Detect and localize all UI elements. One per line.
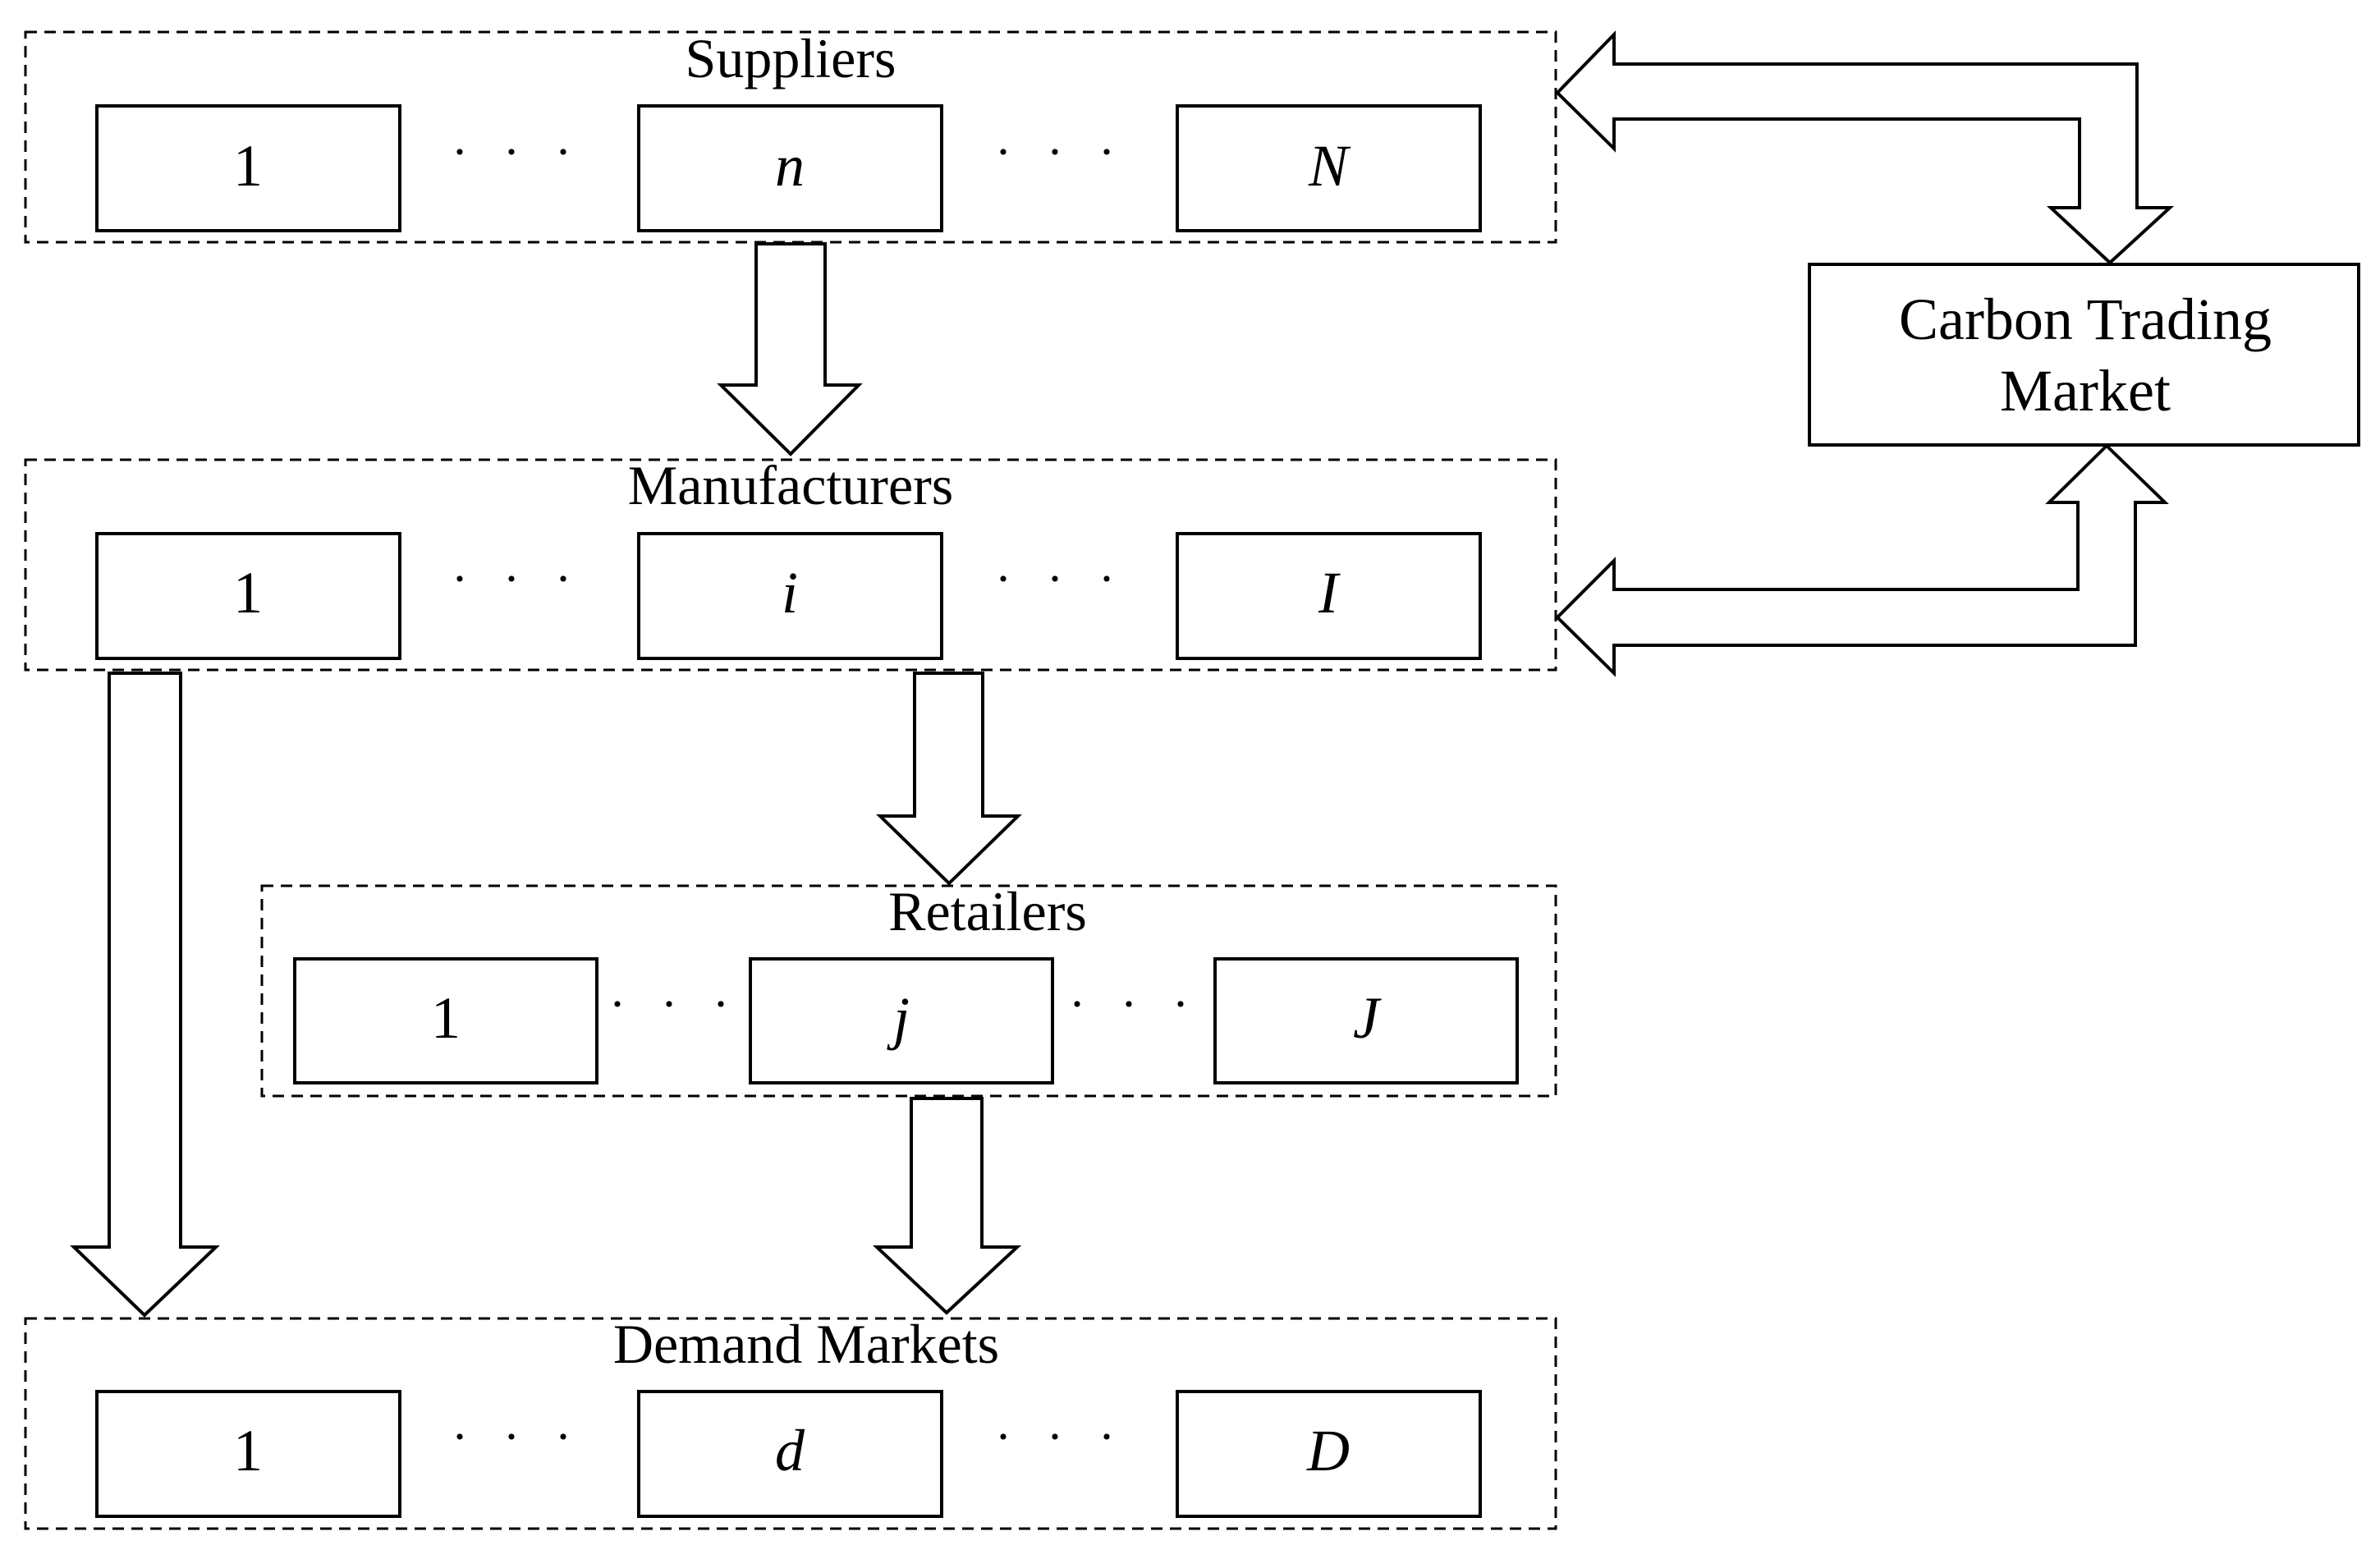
arrow-manufacturers-to-retailers [876, 672, 1022, 886]
demand-markets-tier: Demand Markets 1 · · · d · · · D [24, 1313, 1557, 1530]
supplier-node-middle [637, 104, 943, 232]
arrow-suppliers-to-manufacturers [717, 242, 863, 456]
manufacturer-separator-right: · · · [995, 552, 1126, 606]
demand-market-separator-left: · · · [452, 1410, 583, 1464]
supplier-node-last-label: N [1308, 133, 1351, 199]
supplier-node-first-label: 1 [233, 133, 263, 199]
arrow-manufacturers-to-demand-markets [70, 672, 220, 1318]
retailer-node-last [1213, 957, 1519, 1084]
suppliers-label: Suppliers [686, 27, 897, 89]
suppliers-group-border [24, 30, 1557, 244]
demand-market-separator-right: · · · [995, 1410, 1126, 1464]
retailers-tier: Retailers 1 · · · j · · · J [260, 880, 1557, 1098]
retailer-node-middle [749, 957, 1054, 1084]
retailer-separator-right: · · · [1069, 977, 1200, 1031]
retailers-group-border [260, 884, 1557, 1098]
demand-market-node-middle [637, 1390, 943, 1518]
suppliers-tier: Suppliers 1 · · · n · · · N [24, 27, 1557, 244]
carbon-trading-market-label-line2: Market [2000, 358, 2171, 424]
demand-market-node-middle-label: d [775, 1418, 805, 1483]
manufacturer-node-first-label: 1 [233, 560, 263, 626]
demand-market-node-first [95, 1390, 401, 1518]
supplier-node-last [1176, 104, 1482, 232]
carbon-trading-market: Carbon Trading Market [1808, 263, 2360, 447]
manufacturer-node-last [1176, 532, 1482, 660]
manufacturer-separator-left: · · · [452, 552, 583, 606]
arrow-suppliers-carbon-market [1555, 30, 2175, 265]
manufacturer-node-middle-label: i [782, 560, 798, 626]
manufacturer-node-first [95, 532, 401, 660]
demand-market-node-last-label: D [1306, 1418, 1350, 1483]
demand-market-node-first-label: 1 [233, 1418, 263, 1483]
retailer-node-last-label: J [1353, 985, 1382, 1051]
retailer-node-first [293, 957, 598, 1084]
supplier-node-middle-label: n [775, 133, 805, 199]
retailer-separator-left: · · · [609, 977, 741, 1031]
demand-markets-label: Demand Markets [613, 1313, 999, 1375]
supplier-separator-left: · · · [452, 125, 583, 179]
demand-markets-group-border [24, 1317, 1557, 1530]
manufacturers-group-border [24, 458, 1557, 672]
arrow-manufacturers-carbon-market [1555, 443, 2169, 677]
arrow-retailers-to-demand-markets [872, 1097, 1022, 1315]
manufacturers-tier: Manufacturers 1 · · · i · · · I [24, 454, 1557, 672]
manufacturer-node-last-label: I [1318, 560, 1341, 626]
manufacturer-node-middle [637, 532, 943, 660]
carbon-trading-market-box [1808, 263, 2360, 447]
manufacturers-label: Manufacturers [628, 454, 953, 516]
carbon-trading-market-label-line1: Carbon Trading [1899, 287, 2272, 352]
retailers-label: Retailers [888, 880, 1087, 942]
supplier-separator-right: · · · [995, 125, 1126, 179]
retailer-node-first-label: 1 [431, 985, 461, 1051]
demand-market-node-last [1176, 1390, 1482, 1518]
supplier-node-first [95, 104, 401, 232]
